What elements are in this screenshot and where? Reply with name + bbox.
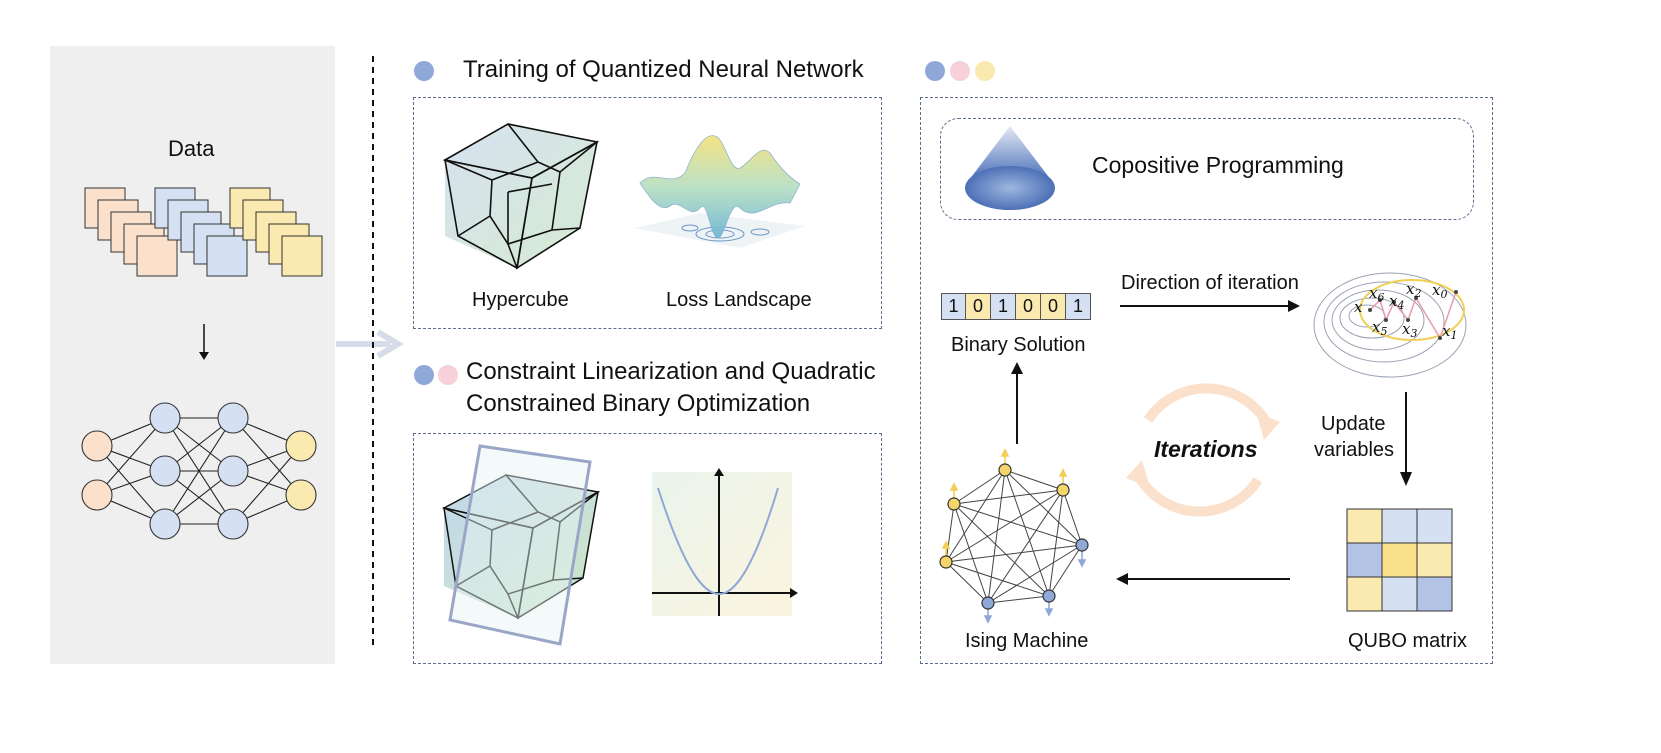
bit-cell: 0 xyxy=(1041,293,1066,320)
constraint-title-line1: Constraint Linearization and Quadratic xyxy=(466,358,876,385)
svg-text:x6: x6 xyxy=(1369,284,1384,304)
hypercube-label: Hypercube xyxy=(472,289,569,311)
data-label: Data xyxy=(168,136,215,161)
iterations-cycle-icon xyxy=(1126,383,1280,517)
x4-subscript: 4 xyxy=(1396,299,1404,312)
training-box xyxy=(413,97,882,329)
data-stacks-illustration xyxy=(84,187,323,277)
x6-subscript: 6 xyxy=(1377,291,1384,304)
flow-arrow xyxy=(336,329,404,359)
loss-landscape-label: Loss Landscape xyxy=(666,289,812,311)
direction-arrow xyxy=(1120,300,1300,312)
blue-dot xyxy=(414,61,434,81)
x1-subscript: 1 xyxy=(1450,329,1457,342)
x5-label: x xyxy=(1372,318,1381,336)
qubo-matrix xyxy=(1346,508,1453,612)
svg-text:x4: x4 xyxy=(1389,292,1404,312)
qubo-label: QUBO matrix xyxy=(1348,630,1467,652)
x2-subscript: 2 xyxy=(1413,287,1421,300)
x0-subscript: 0 xyxy=(1440,288,1447,301)
x5-subscript: 5 xyxy=(1380,325,1387,338)
hypercube-with-plane-illustration xyxy=(441,444,601,646)
bit-cell: 0 xyxy=(1016,293,1041,320)
blue-dot xyxy=(925,61,945,81)
training-title: Training of Quantized Neural Network xyxy=(463,56,864,83)
section-divider xyxy=(372,56,374,648)
update-arrow xyxy=(1400,392,1412,486)
svg-text:x2: x2 xyxy=(1406,280,1421,300)
x0-label: x xyxy=(1432,281,1441,299)
ising-machine-network xyxy=(939,448,1089,624)
svg-text:x5: x5 xyxy=(1372,318,1387,338)
x6-label: x xyxy=(1369,284,1378,302)
cone-icon xyxy=(965,126,1055,210)
svg-text:x0: x0 xyxy=(1432,281,1447,301)
iterations-label: Iterations xyxy=(1154,436,1258,462)
qubo-to-ising-arrow xyxy=(1116,573,1290,585)
data-to-network-arrow xyxy=(199,324,209,360)
svg-text:x: x xyxy=(1354,298,1363,316)
binary-solution-label: Binary Solution xyxy=(951,334,1086,356)
svg-text:x1: x1 xyxy=(1442,322,1457,342)
pink-dot xyxy=(950,61,970,81)
parabola-plot-illustration xyxy=(652,468,798,616)
copositive-label: Copositive Programming xyxy=(1092,152,1344,178)
blue-dot xyxy=(414,365,434,385)
data-panel xyxy=(50,46,335,664)
x2-label: x xyxy=(1406,280,1415,298)
constraint-title-line2: Constrained Binary Optimization xyxy=(466,390,811,417)
direction-label: Direction of iteration xyxy=(1121,272,1299,294)
bit-cell: 1 xyxy=(941,293,966,320)
bit-cell: 1 xyxy=(1066,293,1091,320)
ising-to-binary-arrow xyxy=(1011,362,1023,444)
copositive-box xyxy=(940,118,1474,220)
update-label-line1: Update xyxy=(1321,413,1386,435)
bit-cell: 1 xyxy=(991,293,1016,320)
binary-solution-vector: 1 0 1 0 0 1 xyxy=(941,293,1091,320)
contour-iteration-plot: x0 x1 x2 x3 x4 x5 x6 x xyxy=(1313,272,1467,378)
update-label-line2: variables xyxy=(1314,439,1395,461)
x3-subscript: 3 xyxy=(1410,327,1417,340)
neural-network-illustration xyxy=(81,402,317,540)
x3-label: x xyxy=(1402,320,1411,338)
yellow-dot xyxy=(975,61,995,81)
x4-label: x xyxy=(1389,292,1398,310)
x7-label: x xyxy=(1354,298,1363,316)
bit-cell: 0 xyxy=(966,293,991,320)
pink-dot xyxy=(438,365,458,385)
constraint-box xyxy=(413,433,882,664)
x1-label: x xyxy=(1442,322,1451,340)
loss-landscape-illustration xyxy=(635,135,805,248)
hypercube-illustration xyxy=(442,123,600,270)
svg-text:x3: x3 xyxy=(1402,320,1417,340)
right-box xyxy=(920,97,1493,664)
ising-machine-label: Ising Machine xyxy=(965,630,1089,652)
